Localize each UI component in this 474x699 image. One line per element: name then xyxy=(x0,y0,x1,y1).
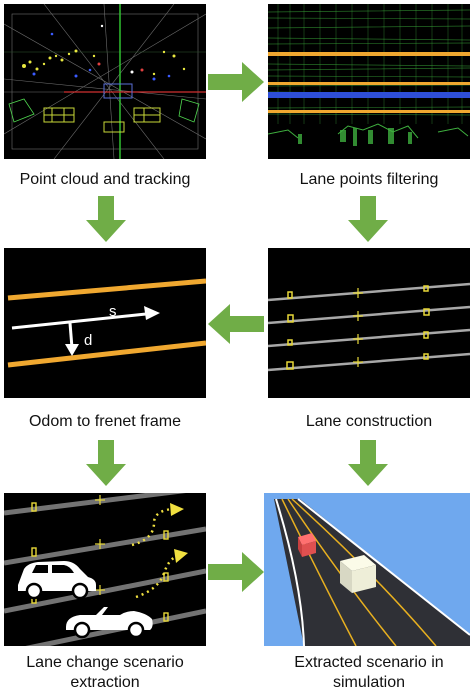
red-vehicle-box xyxy=(298,533,316,557)
simulation-image xyxy=(264,493,470,646)
arrow-right-bottom xyxy=(208,552,264,592)
trajectory-upper xyxy=(131,507,173,547)
caption-point-cloud: Point cloud and tracking xyxy=(0,170,210,190)
arrow-down-left-top xyxy=(86,196,126,242)
frenet-image: s d xyxy=(4,248,206,398)
lane-construction-image xyxy=(268,248,470,398)
frenet-panel: s d xyxy=(4,248,206,398)
d-label: d xyxy=(84,332,92,349)
caption-lane-filtering-text: Lane points filtering xyxy=(299,171,439,188)
suv-icon xyxy=(18,561,96,600)
point-cloud-panel xyxy=(4,4,206,159)
lane-filtering-image xyxy=(268,4,470,159)
lane-filtering-panel xyxy=(268,4,470,159)
caption-lane-change: Lane change scenario extraction xyxy=(0,653,210,693)
arrow-right-top xyxy=(208,62,264,102)
arrow-down-left-bottom xyxy=(86,440,126,486)
caption-point-cloud-text: Point cloud and tracking xyxy=(19,171,191,188)
trajectory-lower-arrowhead xyxy=(174,549,188,563)
trajectory-upper-arrowhead xyxy=(170,503,184,516)
caption-lane-change-line2: extraction xyxy=(70,674,140,691)
simulation-panel xyxy=(264,493,470,646)
caption-lane-change-line1: Lane change scenario xyxy=(26,654,184,671)
point-cloud-image xyxy=(4,4,206,159)
caption-simulation-line2: simulation xyxy=(332,674,406,691)
d-axis-arrow xyxy=(68,322,74,349)
lane-change-panel xyxy=(4,493,206,646)
caption-frenet-text: Odom to frenet frame xyxy=(28,413,182,430)
lane-change-image xyxy=(4,493,206,646)
caption-lane-construction: Lane construction xyxy=(264,412,474,432)
caption-simulation-line1: Extracted scenario in xyxy=(294,654,444,671)
lane-boundary-bottom xyxy=(7,340,206,368)
caption-lane-filtering: Lane points filtering xyxy=(264,170,474,190)
convertible-icon xyxy=(66,607,153,639)
lane-construction-panel xyxy=(268,248,470,398)
arrow-down-right-top xyxy=(348,196,388,242)
arrow-down-right-bottom xyxy=(348,440,388,486)
caption-lane-construction-text: Lane construction xyxy=(305,413,433,430)
trajectory-lower xyxy=(135,555,177,599)
arrow-left-middle xyxy=(208,304,264,344)
lane-boundary-top xyxy=(7,278,206,301)
white-vehicle-box xyxy=(340,555,376,593)
caption-simulation: Extracted scenario in simulation xyxy=(264,653,474,693)
s-axis-arrow xyxy=(11,312,147,330)
caption-frenet: Odom to frenet frame xyxy=(0,412,210,432)
s-label: s xyxy=(109,303,117,320)
